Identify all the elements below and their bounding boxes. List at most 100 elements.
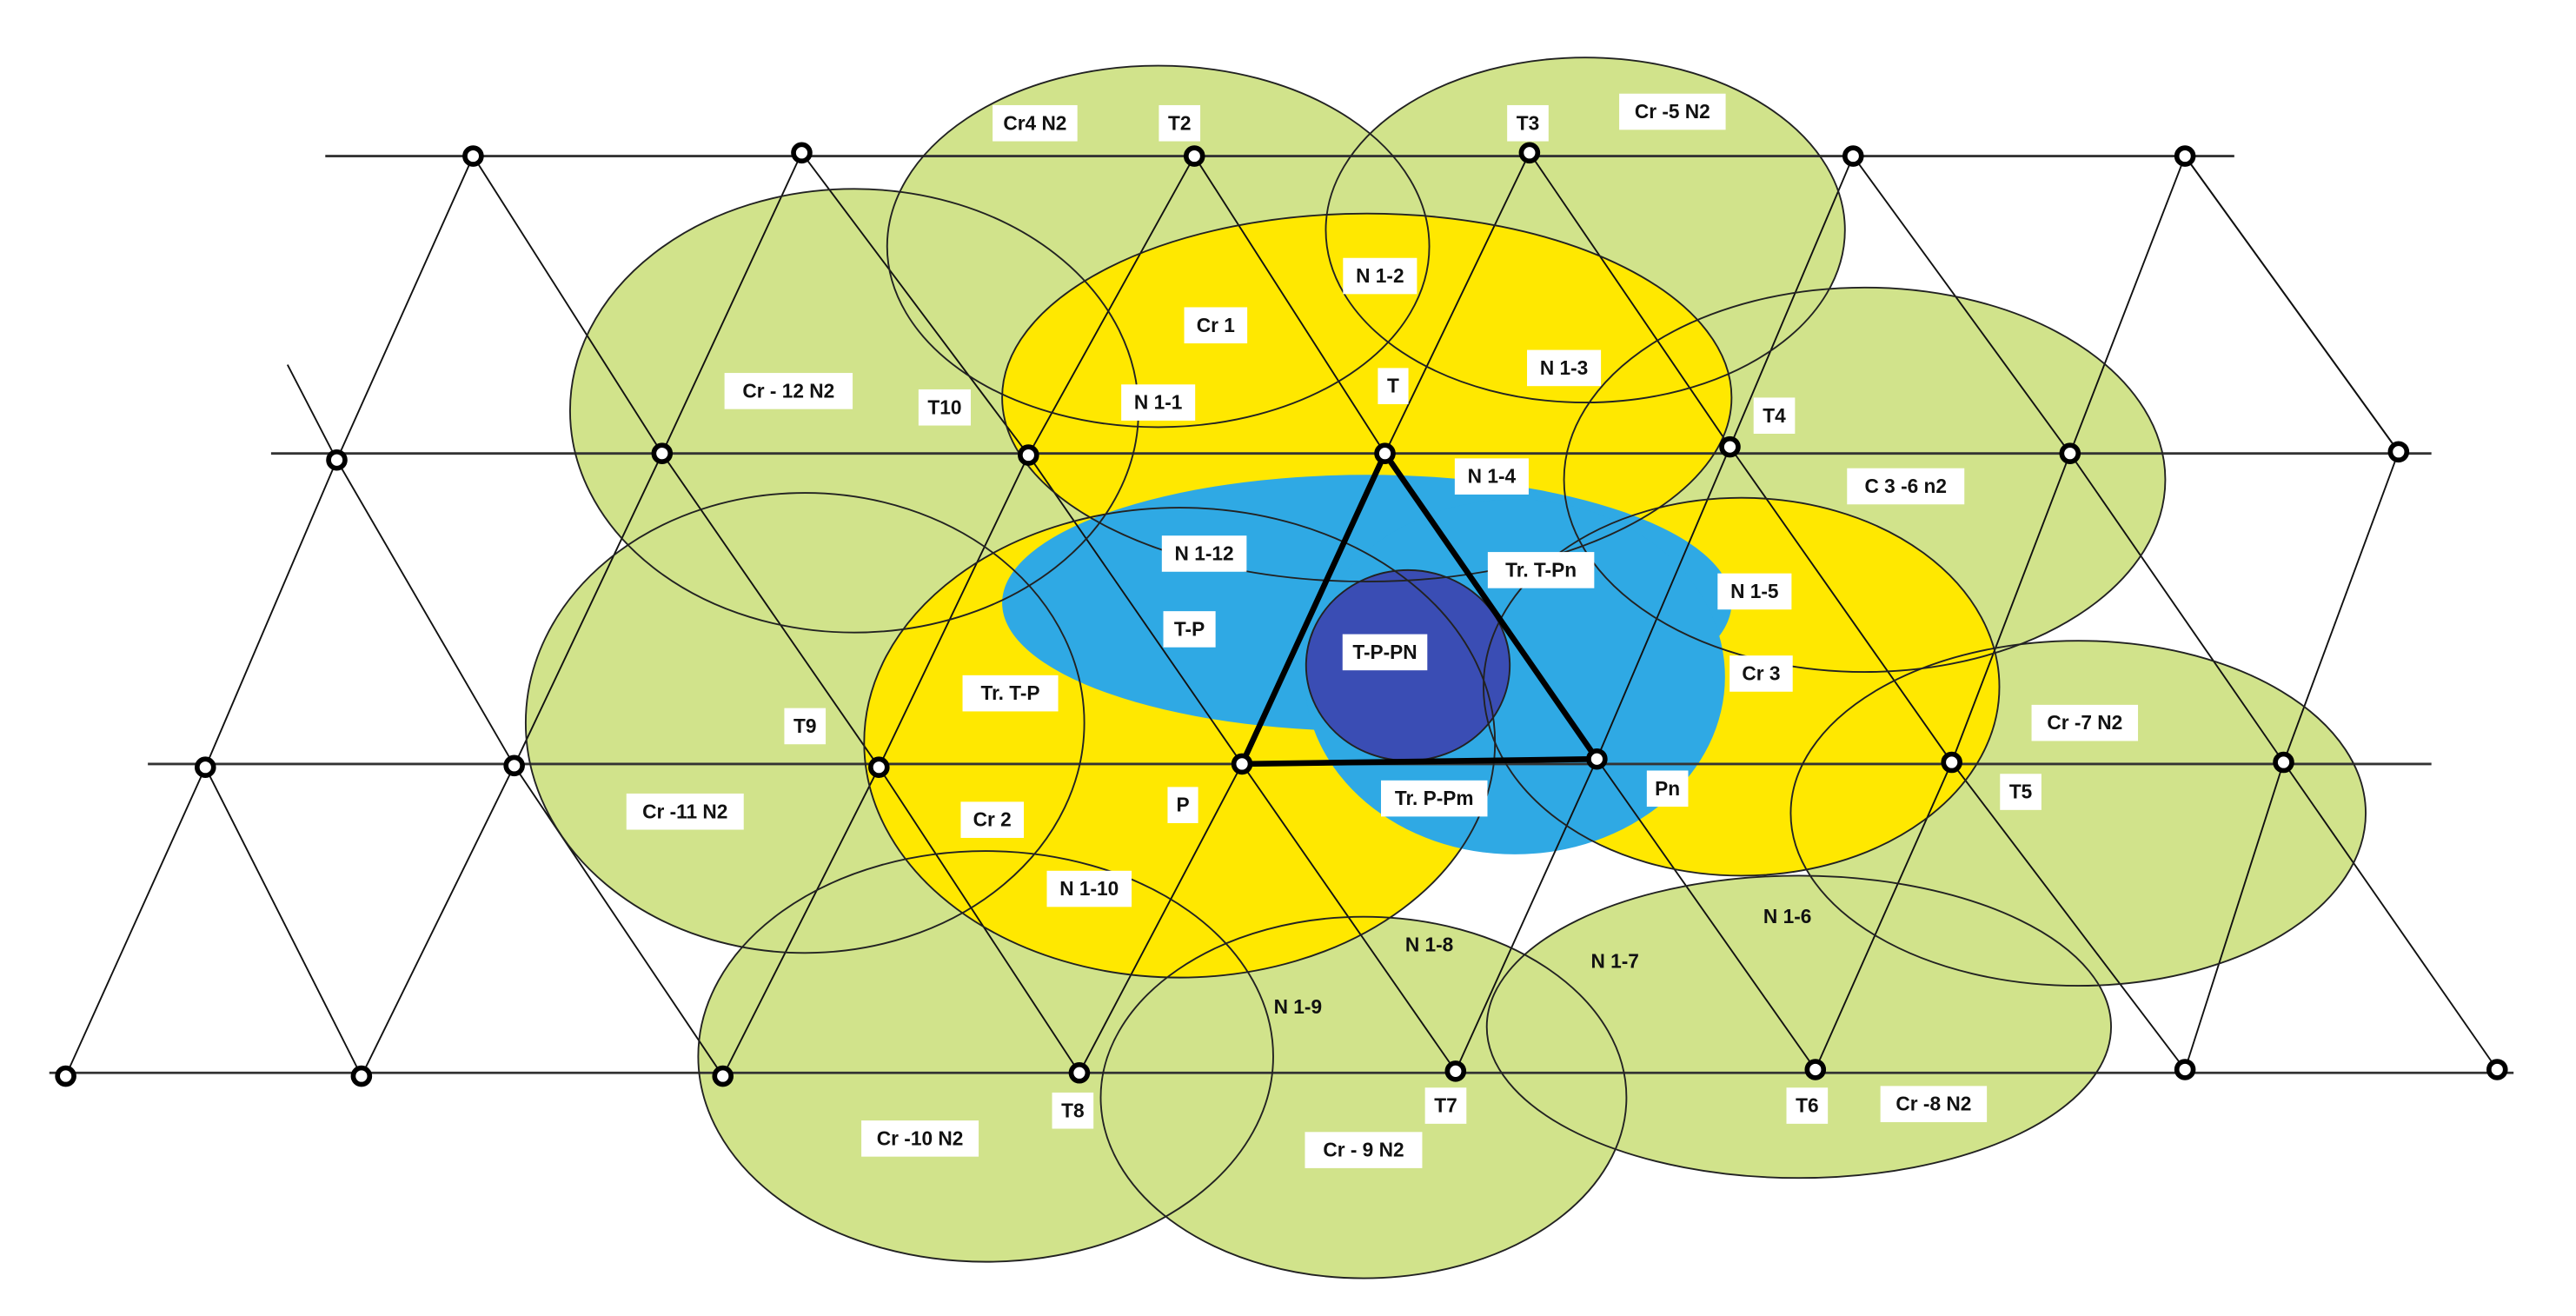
grid-node[interactable] <box>1719 435 1741 458</box>
grid-diagonal-line <box>1814 761 1953 1070</box>
grid-diagonal-line <box>800 152 1030 456</box>
diagram-label: Tr. T-P <box>981 681 1040 704</box>
grid-node[interactable] <box>1842 145 1864 167</box>
grid-node[interactable] <box>503 754 525 777</box>
diagram-label: T-P <box>1174 617 1205 640</box>
grid-diagonal-line <box>2068 156 2186 455</box>
grid-diagonal-line <box>661 152 803 455</box>
label-box <box>2000 774 2042 810</box>
grid-node[interactable] <box>1444 1060 1467 1082</box>
grid-node[interactable] <box>1183 145 1205 167</box>
label-box <box>1343 257 1417 295</box>
diagram-label: T10 <box>927 395 961 418</box>
label-box <box>1730 655 1793 692</box>
grid-node[interactable] <box>1804 1059 1827 1080</box>
grid-diagonal-line <box>64 767 207 1077</box>
grid-diagonal-line <box>204 767 362 1077</box>
grid-node[interactable] <box>651 442 674 464</box>
grid-node[interactable] <box>1068 1061 1091 1084</box>
diagram-label: Cr -7 N2 <box>2047 711 2122 734</box>
diagram-label: N 1-9 <box>1274 995 1322 1018</box>
diagram-label: T4 <box>1763 404 1786 427</box>
diagram-label: T-P-PN <box>1352 641 1417 663</box>
diagram-label: T5 <box>2009 781 2032 803</box>
outline-cr3 <box>1483 496 2001 877</box>
grid-diagonal-line <box>2069 453 2285 763</box>
diagram-label: N 1-4 <box>1468 465 1517 488</box>
grid-diagonal-line <box>1729 156 1855 448</box>
grid-diagonal-line <box>1384 152 1530 455</box>
grid-diagonal-line <box>1079 763 1243 1073</box>
label-box <box>1487 552 1595 588</box>
label-box <box>1378 368 1409 404</box>
grid-node[interactable] <box>326 449 348 471</box>
diagram-label: T7 <box>1434 1094 1457 1117</box>
grid-diagonal-line <box>513 453 663 767</box>
grid-node[interactable] <box>1586 748 1608 770</box>
diagram-label: Tr. P-Pm <box>1395 787 1474 809</box>
grid-diagonal-line <box>513 765 724 1077</box>
coverage-cr1 <box>1002 213 1732 582</box>
diagram-label: Cr4 N2 <box>1003 111 1066 134</box>
triangular-grid <box>49 152 2514 1077</box>
label-box <box>1619 93 1726 130</box>
diagram-label: Cr -8 N2 <box>1895 1093 1971 1115</box>
grid-diagonal-line <box>1852 156 2071 455</box>
label-box <box>1052 1092 1094 1129</box>
grid-diagonal-line <box>1529 152 1731 448</box>
grid-node[interactable] <box>195 756 216 778</box>
grid-diagonal-line <box>1027 156 1196 456</box>
diagram-label: Cr 3 <box>1742 662 1780 685</box>
diagram-label: Pn <box>1655 777 1680 800</box>
outline-cr7-n2 <box>1789 640 2367 987</box>
grid-node[interactable] <box>2174 1059 2196 1080</box>
grid-diagonal-line <box>472 156 663 455</box>
outline-cr1 <box>1001 212 1733 583</box>
grid-node[interactable] <box>1374 442 1396 464</box>
label-box <box>1167 787 1198 823</box>
grid-nodes <box>55 142 2508 1087</box>
outline-cr5-n2 <box>1325 56 1846 404</box>
grid-diagonal-line <box>1027 455 1243 765</box>
grid-node[interactable] <box>791 142 813 164</box>
grid-node[interactable] <box>55 1065 76 1087</box>
grid-diagonal-line <box>661 453 880 768</box>
grid-node[interactable] <box>2486 1059 2508 1080</box>
grid-node[interactable] <box>1518 142 1541 164</box>
label-box <box>993 104 1078 142</box>
grid-node[interactable] <box>2273 751 2294 774</box>
grid-node[interactable] <box>868 756 890 778</box>
grid-node[interactable] <box>2387 441 2410 463</box>
diagram-label: T <box>1387 375 1399 397</box>
grid-diagonal-line <box>2184 761 2285 1070</box>
grid-node[interactable] <box>1018 444 1039 466</box>
label-box <box>918 389 971 426</box>
diagram-label: Cr 2 <box>973 808 1012 831</box>
diagram-label: Tr. T-Pn <box>1505 558 1577 581</box>
outline-cr9-n2 <box>1099 915 1628 1279</box>
grid-node[interactable] <box>350 1065 373 1087</box>
grid-node[interactable] <box>1231 753 1253 775</box>
grid-node[interactable] <box>2059 442 2081 464</box>
outline-cr4-n2 <box>886 64 1431 429</box>
label-box <box>2031 704 2139 741</box>
diagram-label: N 1-3 <box>1540 356 1588 379</box>
label-box <box>1847 468 1965 505</box>
label-box <box>1163 611 1216 648</box>
grid-node[interactable] <box>2174 145 2196 167</box>
grid-diagonal-line <box>1596 758 1816 1071</box>
grid-node[interactable] <box>712 1065 734 1087</box>
grid-diagonal-line <box>2282 451 2400 763</box>
label-box <box>1184 307 1248 344</box>
label-box <box>1046 870 1132 907</box>
label-box <box>1646 770 1689 808</box>
triangle-t-p-pn <box>1237 448 1603 768</box>
grid-node[interactable] <box>462 145 484 167</box>
label-box <box>1380 780 1488 817</box>
label-box <box>1424 1087 1467 1124</box>
grid-diagonal-line <box>878 455 1030 768</box>
grid-node[interactable] <box>1941 751 1962 774</box>
label-box <box>1161 535 1247 572</box>
diagram-label: N 1-5 <box>1730 580 1778 602</box>
